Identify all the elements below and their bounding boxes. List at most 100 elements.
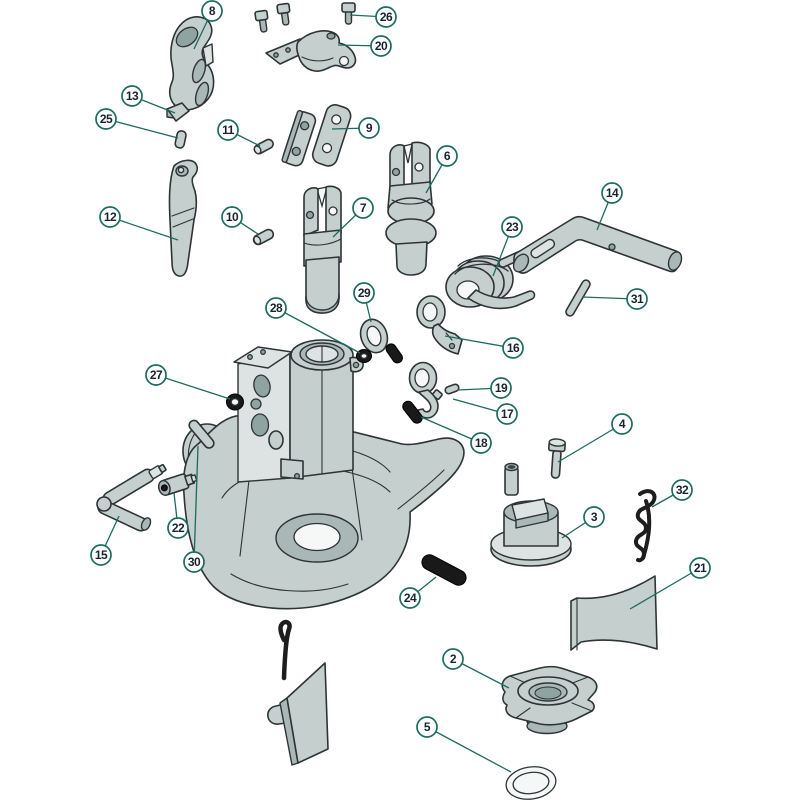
callout-26[interactable]: 26 xyxy=(375,6,397,28)
callout-8[interactable]: 8 xyxy=(201,0,223,22)
part-23-torsion-spring xyxy=(445,250,536,310)
callout-22[interactable]: 22 xyxy=(167,517,189,539)
part-22-grease-fitting xyxy=(157,473,198,496)
callout-18[interactable]: 18 xyxy=(470,432,492,454)
callout-circle-31[interactable] xyxy=(626,288,648,310)
part-sleeve-bushing xyxy=(504,462,519,496)
callout-3[interactable]: 3 xyxy=(583,506,605,528)
leader-line-25 xyxy=(105,118,179,139)
callout-circle-11[interactable] xyxy=(217,119,239,141)
leader-line-4 xyxy=(557,423,623,463)
callout-24[interactable]: 24 xyxy=(399,587,421,609)
leader-line-16 xyxy=(444,335,514,349)
callout-circle-10[interactable] xyxy=(221,206,243,228)
callout-label-8: 8 xyxy=(209,4,216,18)
part-5-o-ring xyxy=(505,766,557,800)
callout-2[interactable]: 2 xyxy=(442,648,464,670)
part-19-pin-small xyxy=(444,383,460,395)
callout-circle-17[interactable] xyxy=(496,403,518,425)
part-2-flange-insert xyxy=(501,665,598,735)
callout-circle-4[interactable] xyxy=(611,413,633,435)
callout-27[interactable]: 27 xyxy=(145,364,167,386)
callout-label-4: 4 xyxy=(619,417,626,431)
part-16-eye-hook xyxy=(416,295,463,355)
callout-23[interactable]: 23 xyxy=(501,216,523,238)
part-4-bolt xyxy=(547,438,566,479)
callout-circle-15[interactable] xyxy=(90,544,112,566)
part-28-o-ring-small xyxy=(356,349,372,363)
callout-circle-14[interactable] xyxy=(601,182,623,204)
part-hex-bolt-pair xyxy=(254,2,291,33)
callout-15[interactable]: 15 xyxy=(90,544,112,566)
callout-circle-32[interactable] xyxy=(671,479,693,501)
callout-5[interactable]: 5 xyxy=(416,716,438,738)
callout-32[interactable]: 32 xyxy=(671,479,693,501)
callout-circle-5[interactable] xyxy=(416,716,438,738)
callout-circle-16[interactable] xyxy=(502,337,524,359)
callout-circle-8[interactable] xyxy=(201,0,223,22)
callout-4[interactable]: 4 xyxy=(611,413,633,435)
callout-6[interactable]: 6 xyxy=(436,145,458,167)
callout-circle-30[interactable] xyxy=(183,551,205,573)
callout-circle-26[interactable] xyxy=(375,6,397,28)
callouts-layer: 2345678910111213141516171819202122232425… xyxy=(90,0,711,773)
callout-circle-27[interactable] xyxy=(145,364,167,386)
callout-21[interactable]: 21 xyxy=(689,557,711,579)
callout-16[interactable]: 16 xyxy=(502,337,524,359)
callout-circle-13[interactable] xyxy=(121,85,143,107)
callout-13[interactable]: 13 xyxy=(121,85,143,107)
callout-circle-18[interactable] xyxy=(470,432,492,454)
leader-line-30 xyxy=(193,445,199,563)
leader-line-21 xyxy=(629,567,701,610)
callout-14[interactable]: 14 xyxy=(601,182,623,204)
callout-circle-9[interactable] xyxy=(358,117,380,139)
callout-circle-7[interactable] xyxy=(352,197,374,219)
callout-circle-29[interactable] xyxy=(353,282,375,304)
callout-label-23: 23 xyxy=(506,220,519,234)
callout-20[interactable]: 20 xyxy=(370,35,392,57)
part-13-wedge-clip xyxy=(166,102,190,122)
part-9-link-plates xyxy=(281,104,352,167)
callout-circle-20[interactable] xyxy=(370,35,392,57)
callout-7[interactable]: 7 xyxy=(352,197,374,219)
callout-circle-3[interactable] xyxy=(583,506,605,528)
callout-12[interactable]: 12 xyxy=(99,206,121,228)
callout-10[interactable]: 10 xyxy=(221,206,243,228)
part-10-pin xyxy=(252,228,275,246)
callout-28[interactable]: 28 xyxy=(265,297,287,319)
callout-circle-2[interactable] xyxy=(442,648,464,670)
leader-line-12 xyxy=(109,216,179,241)
callout-11[interactable]: 11 xyxy=(217,119,239,141)
callout-31[interactable]: 31 xyxy=(626,288,648,310)
callout-label-30: 30 xyxy=(188,555,201,569)
callout-19[interactable]: 19 xyxy=(490,377,512,399)
callout-circle-28[interactable] xyxy=(265,297,287,319)
callout-30[interactable]: 30 xyxy=(183,551,205,573)
callout-circle-24[interactable] xyxy=(399,587,421,609)
part-21-wedge-plate xyxy=(570,575,658,651)
callout-17[interactable]: 17 xyxy=(496,403,518,425)
callout-circle-23[interactable] xyxy=(501,216,523,238)
part-12-hand-lever xyxy=(168,159,199,277)
part-29-oval-washer xyxy=(359,318,389,354)
callout-25[interactable]: 25 xyxy=(95,108,117,130)
callout-29[interactable]: 29 xyxy=(353,282,375,304)
callout-label-6: 6 xyxy=(444,149,451,163)
callout-label-10: 10 xyxy=(226,210,239,224)
callout-circle-22[interactable] xyxy=(167,517,189,539)
callout-circle-21[interactable] xyxy=(689,557,711,579)
callout-circle-6[interactable] xyxy=(436,145,458,167)
callout-circle-19[interactable] xyxy=(490,377,512,399)
part-30-pin xyxy=(188,419,215,449)
callout-circle-25[interactable] xyxy=(95,108,117,130)
callout-circle-12[interactable] xyxy=(99,206,121,228)
callout-label-20: 20 xyxy=(375,39,388,53)
callout-9[interactable]: 9 xyxy=(358,117,380,139)
callout-label-21: 21 xyxy=(694,561,707,575)
callout-label-13: 13 xyxy=(126,89,139,103)
callout-label-15: 15 xyxy=(95,548,108,562)
callout-label-2: 2 xyxy=(450,652,457,666)
callout-label-17: 17 xyxy=(501,407,514,421)
part-7-clevis-post xyxy=(303,185,342,314)
